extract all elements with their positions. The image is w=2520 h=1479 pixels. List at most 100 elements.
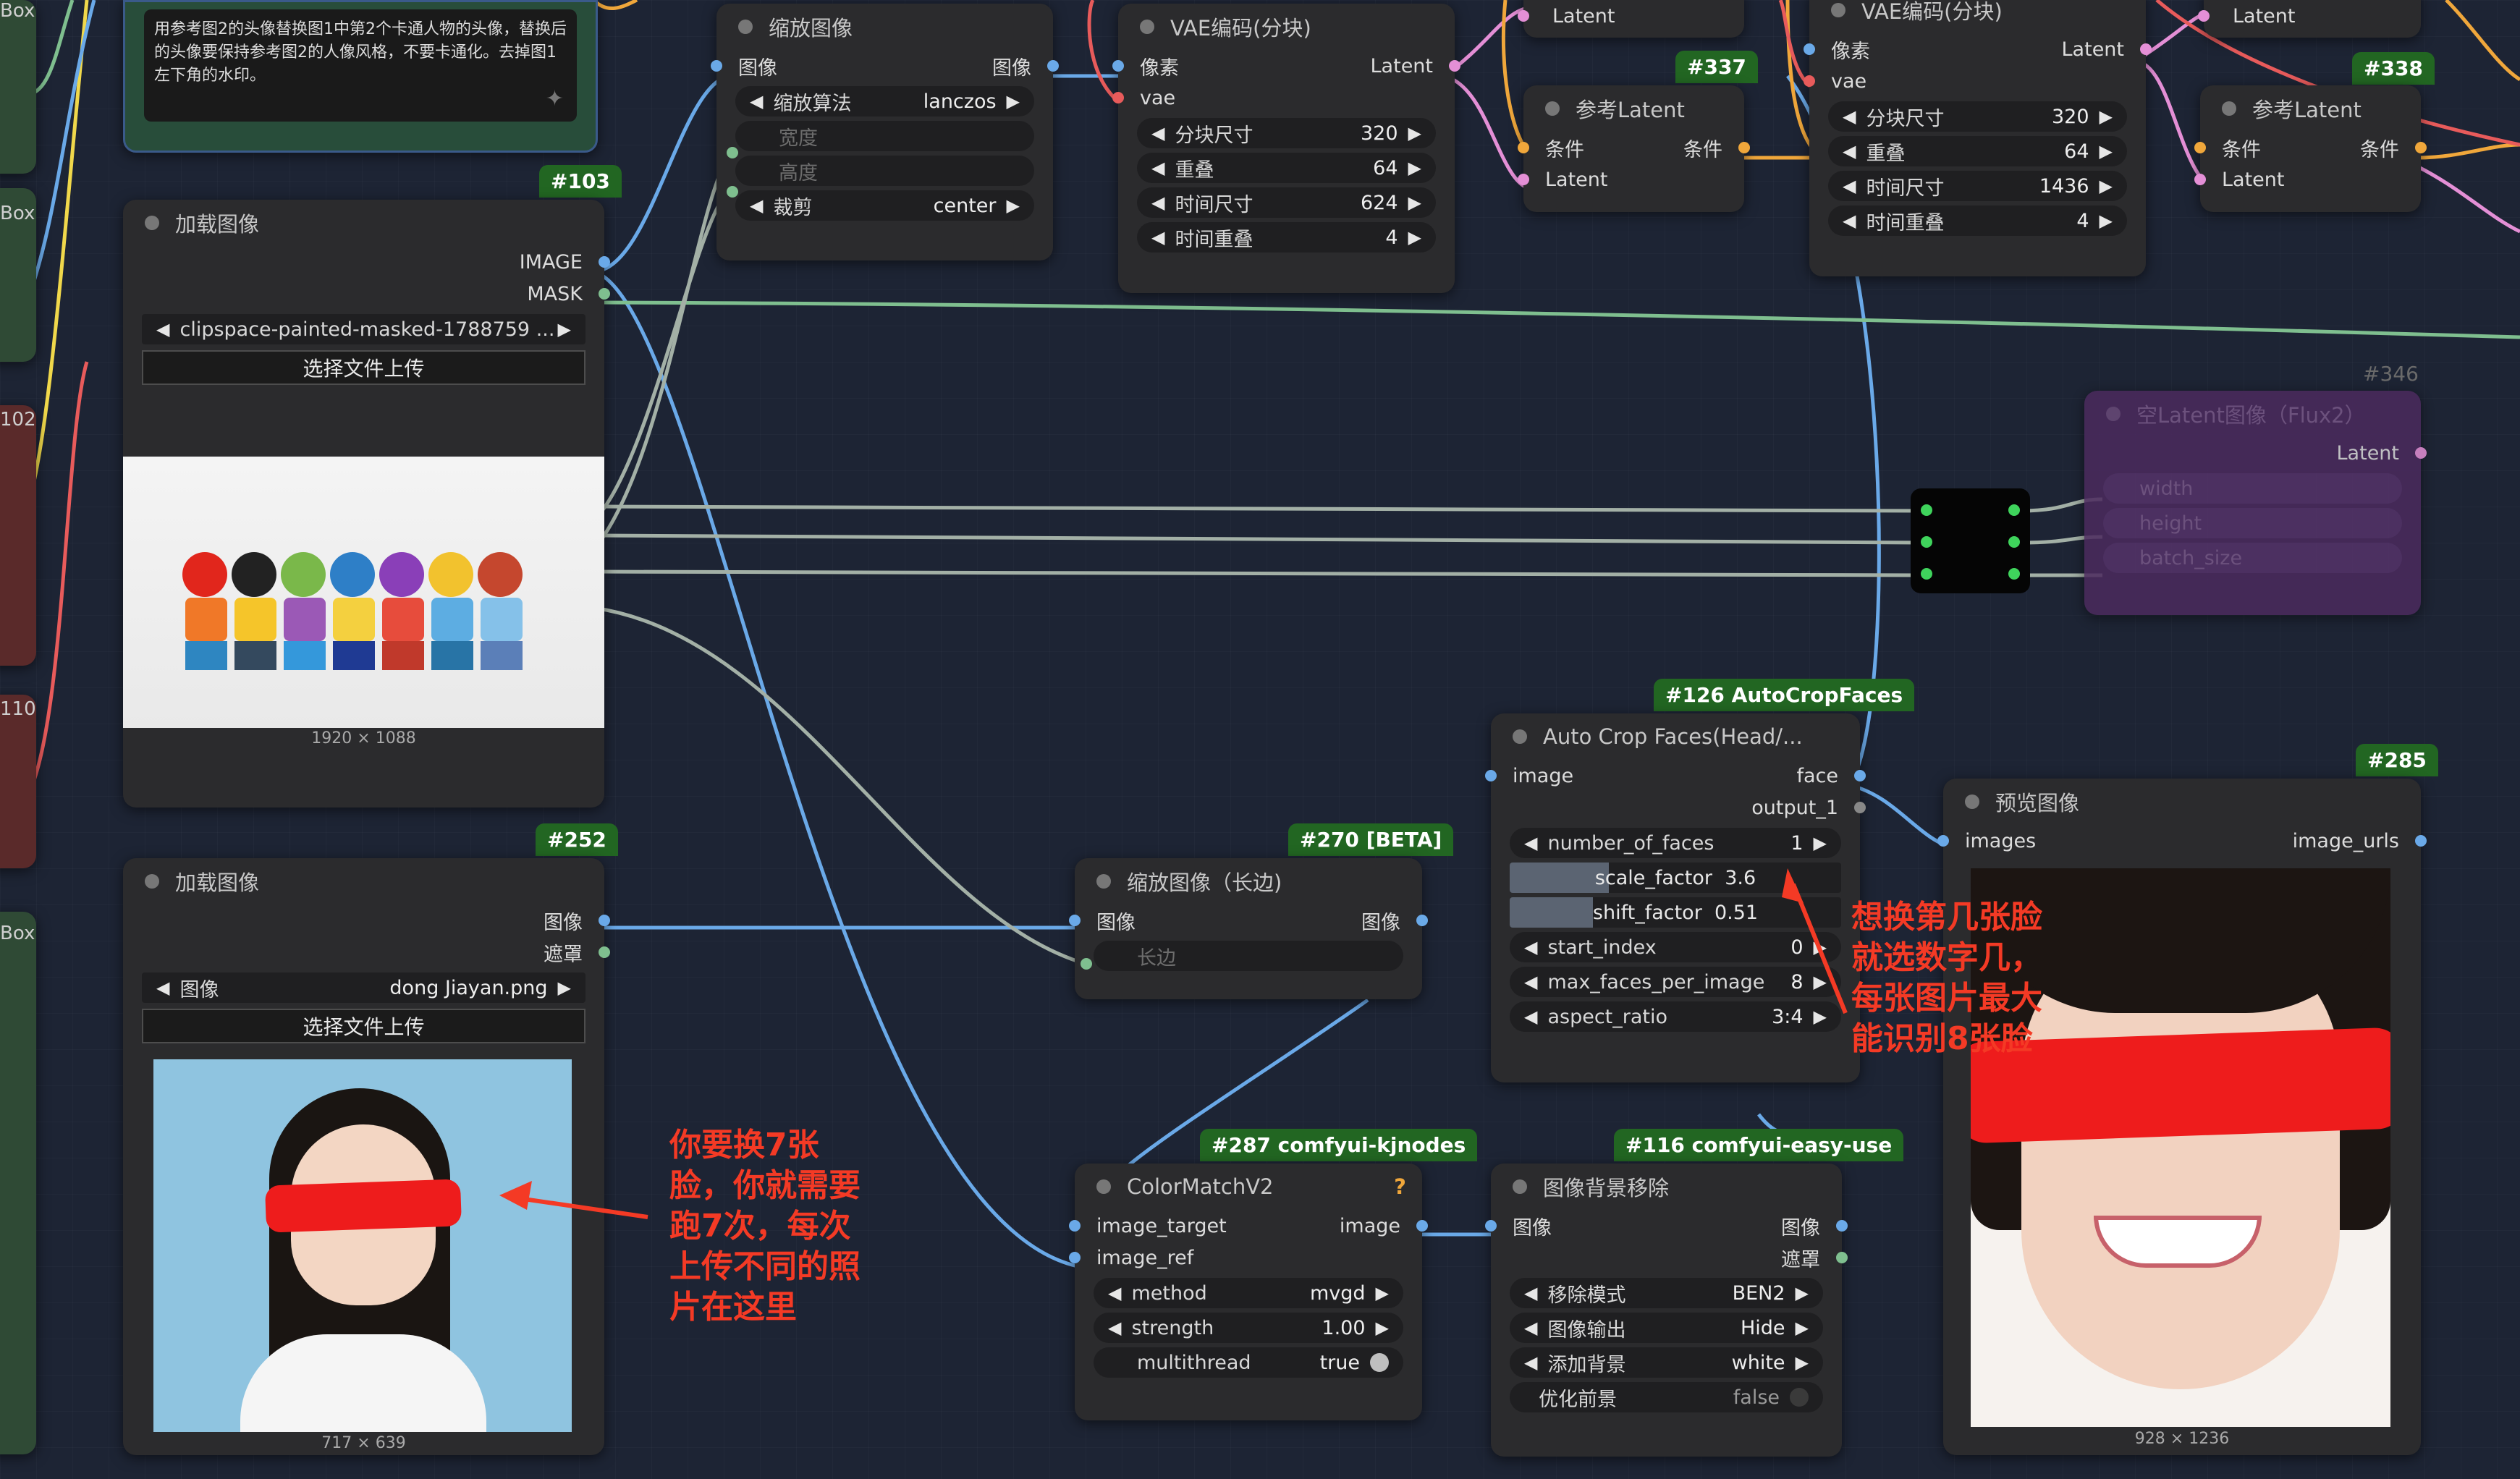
- node-title[interactable]: 预览图像: [1943, 779, 2421, 825]
- input-port-icon[interactable]: [1112, 60, 1124, 72]
- collapse-dot-icon[interactable]: [2222, 101, 2236, 116]
- input-port-icon[interactable]: [1937, 835, 1949, 847]
- output-port-icon[interactable]: [1854, 770, 1866, 781]
- reroute-node[interactable]: [1911, 488, 2030, 593]
- input-port-icon[interactable]: [1804, 75, 1815, 87]
- output-port-icon[interactable]: [1836, 1252, 1848, 1263]
- width-port-icon[interactable]: [727, 147, 738, 158]
- output-port-icon[interactable]: [2415, 447, 2427, 459]
- auto-crop-faces-node[interactable]: Auto Crop Faces(Head/... image face outp…: [1485, 713, 1866, 1082]
- output-port-icon[interactable]: [1047, 60, 1059, 72]
- collapse-dot-icon[interactable]: [1965, 794, 1979, 809]
- collapse-dot-icon[interactable]: [738, 20, 753, 34]
- width-widget[interactable]: width: [2103, 473, 2402, 504]
- upload-button[interactable]: 选择文件上传: [142, 1009, 585, 1043]
- output-port-icon[interactable]: [599, 288, 610, 300]
- resize-long-side-node[interactable]: 缩放图像（长边) 图像 图像 长边: [1069, 858, 1428, 999]
- help-icon[interactable]: ?: [1394, 1174, 1406, 1199]
- input-port-icon[interactable]: [1069, 915, 1081, 926]
- shift-factor-slider[interactable]: shift_factor 0.51: [1510, 897, 1841, 928]
- scale-factor-slider[interactable]: scale_factor 3.6: [1510, 863, 1841, 893]
- collapse-dot-icon[interactable]: [1513, 1179, 1527, 1194]
- output-port-icon[interactable]: [599, 946, 610, 958]
- height-widget[interactable]: height: [2103, 508, 2402, 538]
- collapse-dot-icon[interactable]: [1513, 729, 1527, 744]
- reference-latent-node-1[interactable]: 参考Latent 条件 条件 Latent: [1518, 85, 1750, 212]
- load-image-node-1[interactable]: 加载图像 IMAGE MASK ◀clipspace-painted-maske…: [123, 200, 610, 808]
- input-port-icon[interactable]: [1081, 958, 1092, 970]
- input-port-icon[interactable]: [1518, 142, 1529, 153]
- node-title[interactable]: VAE编码(分块): [1809, 0, 2146, 33]
- collapse-dot-icon[interactable]: [1831, 3, 1845, 17]
- input-port-icon[interactable]: [1804, 43, 1815, 55]
- long-side-widget[interactable]: 长边: [1094, 941, 1403, 971]
- collapse-dot-icon[interactable]: [145, 874, 159, 889]
- collapse-dot-icon[interactable]: [1545, 101, 1560, 116]
- node-title[interactable]: ColorMatchV2?: [1075, 1164, 1422, 1210]
- output-port-icon[interactable]: [599, 915, 610, 926]
- upload-button[interactable]: 选择文件上传: [142, 350, 585, 385]
- node-title[interactable]: VAE编码(分块): [1118, 4, 1455, 50]
- height-widget[interactable]: 高度: [735, 156, 1034, 186]
- input-port-icon[interactable]: [1518, 174, 1529, 185]
- sparkle-icon[interactable]: ✦: [545, 86, 564, 111]
- partial-node-top-1[interactable]: Latent: [1518, 0, 1744, 38]
- colormatch-node[interactable]: ColorMatchV2? image_target image image_r…: [1069, 1164, 1428, 1420]
- node-title[interactable]: 空Latent图像（Flux2）: [2084, 391, 2421, 437]
- input-port-icon[interactable]: [1485, 1220, 1497, 1232]
- node-title[interactable]: 缩放图像: [716, 4, 1053, 50]
- prompt-textarea[interactable]: 用参考图2的头像替换图1中第2个卡通人物的头像，替换后的头像要保持参考图2的人像…: [144, 9, 577, 122]
- collapse-dot-icon[interactable]: [2106, 407, 2121, 421]
- node-title[interactable]: 加载图像: [123, 858, 604, 904]
- node-title[interactable]: 参考Latent: [1523, 85, 1744, 132]
- node-title[interactable]: 图像背景移除: [1491, 1164, 1842, 1210]
- node-title[interactable]: Auto Crop Faces(Head/...: [1491, 713, 1860, 760]
- input-port-icon[interactable]: [1112, 92, 1124, 103]
- output-port-icon[interactable]: [2415, 142, 2427, 153]
- input-port-icon[interactable]: [1069, 1220, 1081, 1232]
- output-port-icon[interactable]: [599, 256, 610, 268]
- collapse-dot-icon[interactable]: [1096, 1179, 1111, 1194]
- batch-size-widget[interactable]: batch_size: [2103, 543, 2402, 573]
- image-file-combo[interactable]: ◀clipspace-painted-masked-1788759 ...▶: [142, 314, 585, 344]
- width-widget[interactable]: 宽度: [735, 121, 1034, 151]
- preview-image-node[interactable]: 预览图像 images image_urls 928 × 1236: [1937, 779, 2427, 1455]
- output-port-icon[interactable]: [1738, 142, 1750, 153]
- collapse-dot-icon[interactable]: [1096, 874, 1111, 889]
- output-port-icon[interactable]: [1416, 915, 1428, 926]
- output-port-icon[interactable]: [1854, 802, 1866, 813]
- input-port-icon[interactable]: [1518, 10, 1529, 22]
- empty-latent-node[interactable]: 空Latent图像（Flux2） Latent width height bat…: [2084, 391, 2427, 615]
- input-port-icon[interactable]: [2198, 10, 2210, 22]
- node-title[interactable]: 缩放图像（长边): [1075, 858, 1422, 904]
- partial-node-top-2[interactable]: Latent: [2198, 0, 2421, 38]
- output-port-icon[interactable]: [1836, 1220, 1848, 1232]
- input-port-icon[interactable]: [711, 60, 722, 72]
- input-port-icon[interactable]: [2194, 174, 2206, 185]
- output-port-icon[interactable]: [2140, 43, 2152, 55]
- output-port-icon[interactable]: [1449, 60, 1460, 72]
- node-title[interactable]: 参考Latent: [2200, 85, 2421, 132]
- input-port-icon[interactable]: [2194, 142, 2206, 153]
- reference-latent-node-2[interactable]: 参考Latent 条件 条件 Latent: [2194, 85, 2427, 212]
